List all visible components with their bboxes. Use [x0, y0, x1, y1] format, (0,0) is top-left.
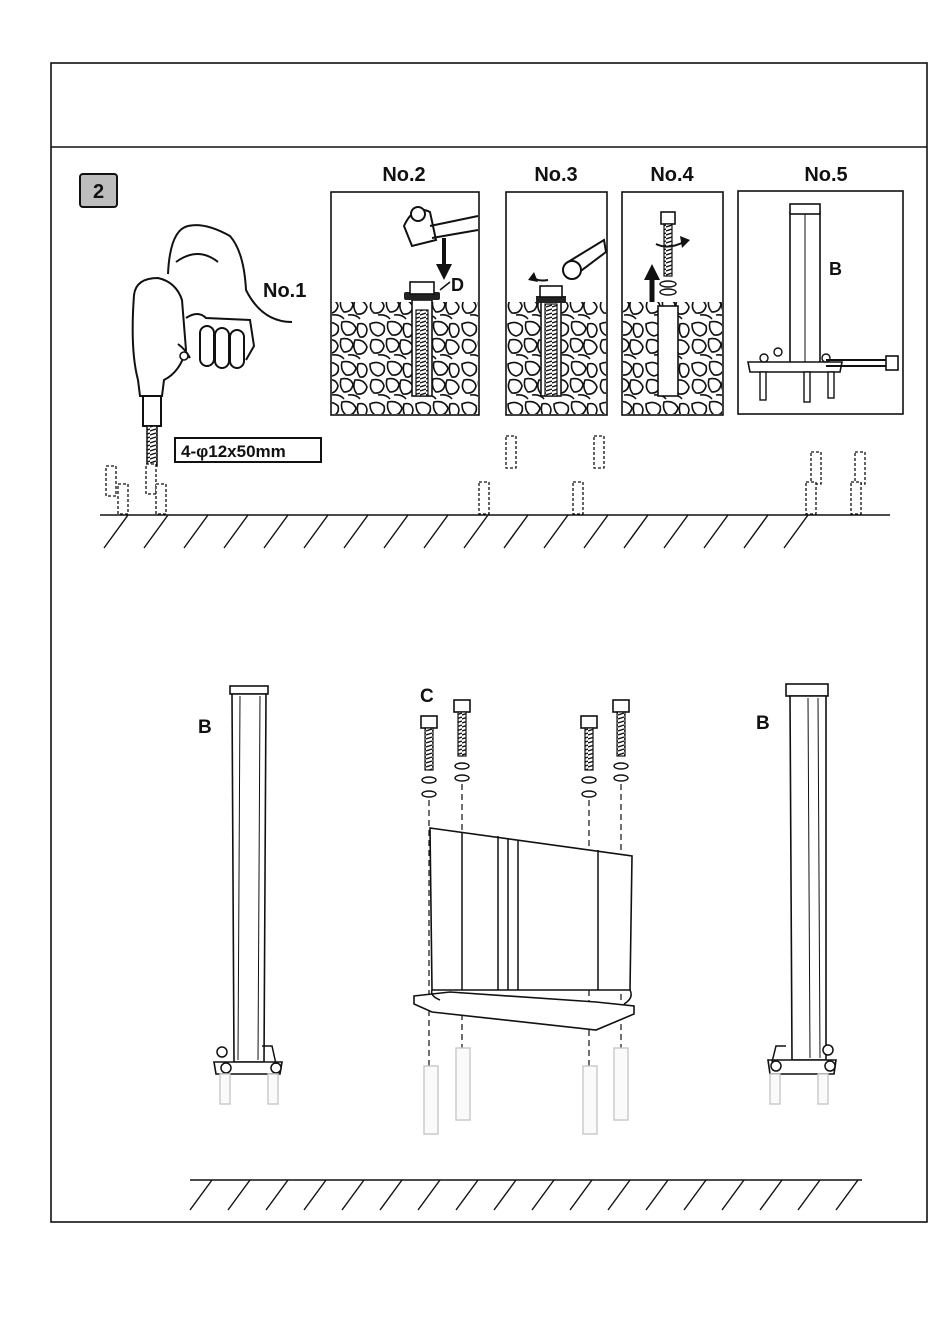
label-no2: No.2	[382, 164, 425, 186]
label-part-b-inset: B	[829, 259, 842, 279]
label-part-b-left: B	[198, 717, 212, 738]
post-b-left: B	[198, 686, 282, 1104]
panel-no3	[506, 192, 607, 415]
panel-no4	[622, 192, 723, 415]
label-no1: No.1	[263, 280, 306, 302]
step-number: 2	[93, 181, 104, 203]
label-part-d: D	[451, 275, 464, 295]
label-no5: No.5	[804, 164, 847, 186]
panel-no5: B	[738, 191, 903, 414]
label-no4: No.4	[650, 164, 694, 186]
panel-no2: D	[331, 192, 479, 415]
drill-spec-text: 4-φ12x50mm	[181, 442, 286, 461]
label-part-c: C	[420, 686, 434, 707]
post-b-right: B	[756, 684, 836, 1104]
center-post-base	[414, 828, 634, 1134]
drill-illustration: No.1	[133, 225, 307, 466]
drill-spec-box: 4-φ12x50mm	[175, 438, 321, 462]
step-badge: 2	[80, 174, 117, 207]
label-no3: No.3	[534, 164, 577, 186]
label-part-b-right: B	[756, 713, 770, 734]
ground-bottom	[190, 1180, 862, 1210]
